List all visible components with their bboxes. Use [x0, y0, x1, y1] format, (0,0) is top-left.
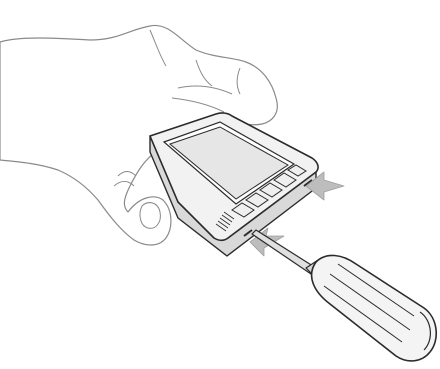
screwdriver-icon — [252, 230, 436, 361]
thumbnail — [140, 203, 160, 229]
handheld-device-icon — [150, 113, 318, 256]
screwdriver-handle — [312, 255, 437, 361]
